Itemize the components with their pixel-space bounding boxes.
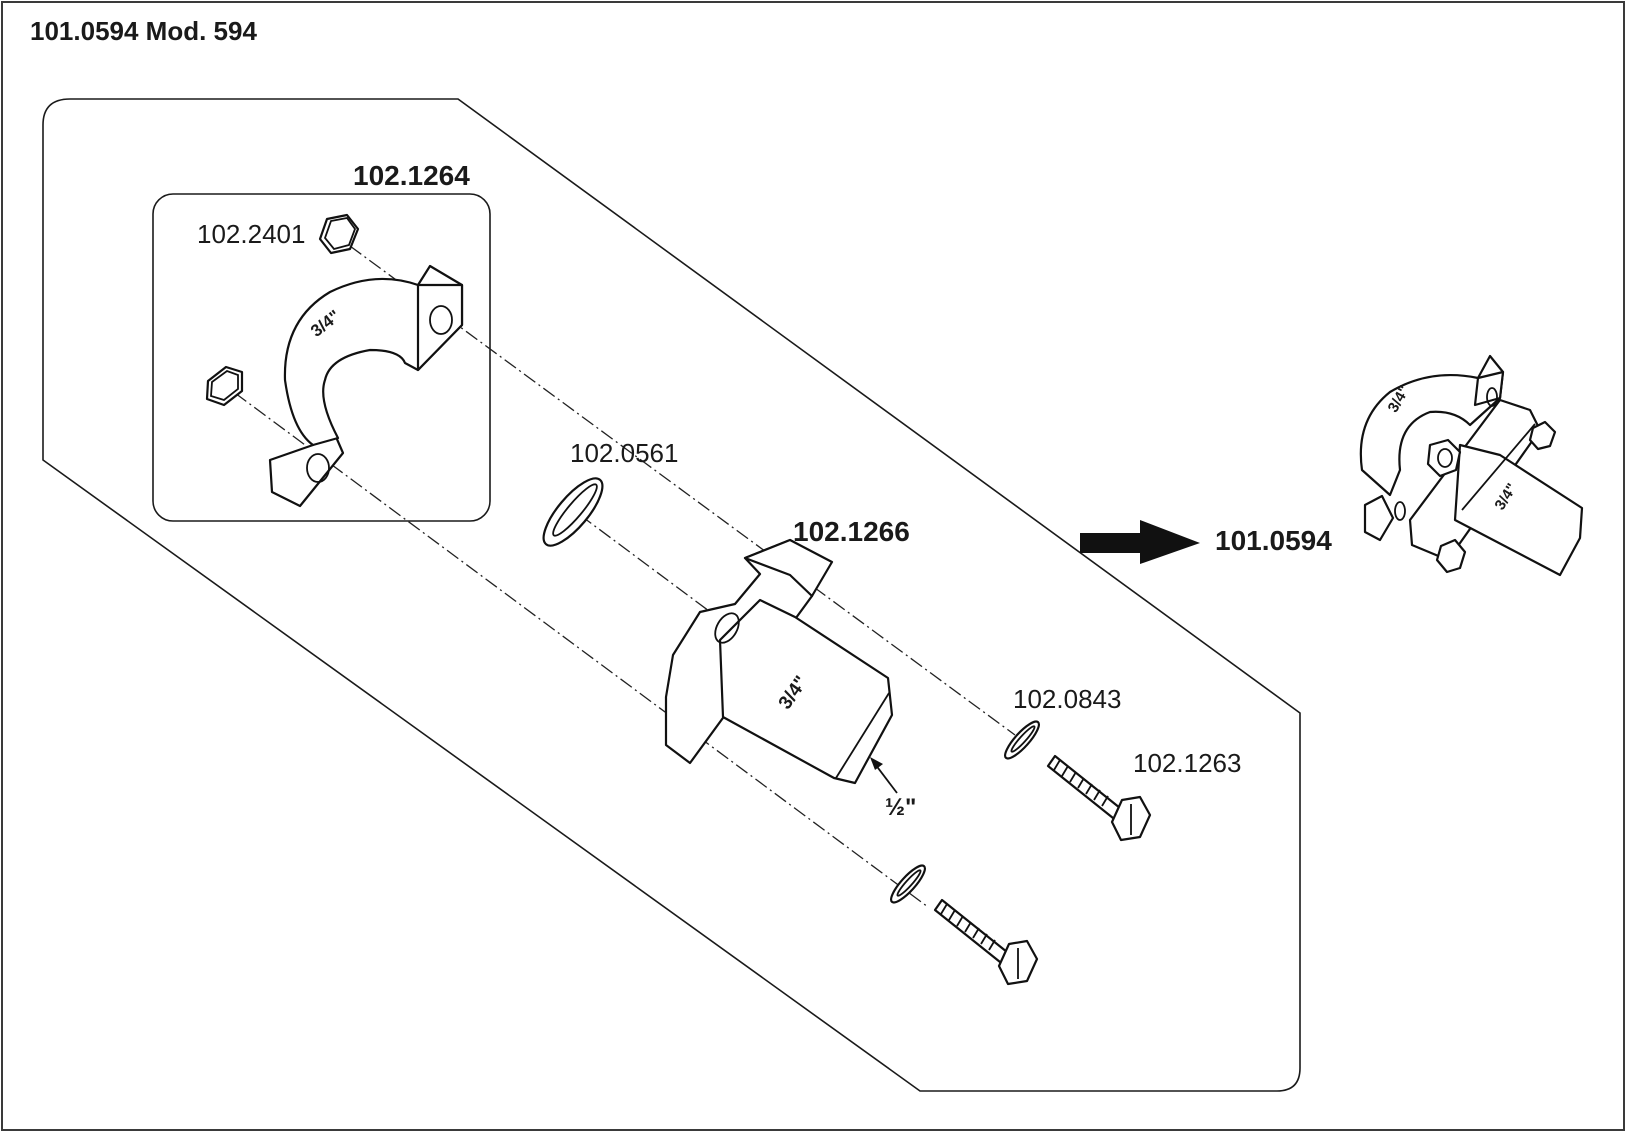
clamp-kit-box [152, 193, 491, 522]
pipe-size-arrowhead [870, 757, 883, 770]
label-102-0561: 102.0561 [570, 438, 678, 468]
label-102-1263: 102.1263 [1133, 748, 1241, 778]
pipe-size-label: ½" [885, 794, 916, 821]
label-102-2401: 102.2401 [197, 219, 305, 249]
hex-bolt-upper [1046, 754, 1152, 842]
kit-boundary [42, 98, 1301, 1092]
assembly-label: 101.0594 [1215, 525, 1332, 556]
label-102-0843: 102.0843 [1013, 684, 1121, 714]
label-102-1266: 102.1266 [793, 516, 910, 547]
mounting-block: 3/4" [664, 538, 894, 785]
right-arrow-icon [1080, 520, 1200, 564]
hex-nut-upper [318, 213, 360, 255]
assembled-view: 3/4" 3/4" [1359, 354, 1584, 577]
assembly-axis-upper [349, 245, 1016, 736]
hex-nut-lower [205, 365, 244, 407]
small-washer-lower [890, 864, 926, 904]
flat-washer-large [542, 477, 604, 547]
kit-label: 102.1264 [353, 160, 470, 191]
diagram-title: 101.0594 Mod. 594 [30, 16, 257, 46]
small-washer-upper [1004, 720, 1040, 760]
hex-bolt-lower [933, 898, 1039, 986]
pipe-clamp: 3/4" [268, 264, 464, 508]
